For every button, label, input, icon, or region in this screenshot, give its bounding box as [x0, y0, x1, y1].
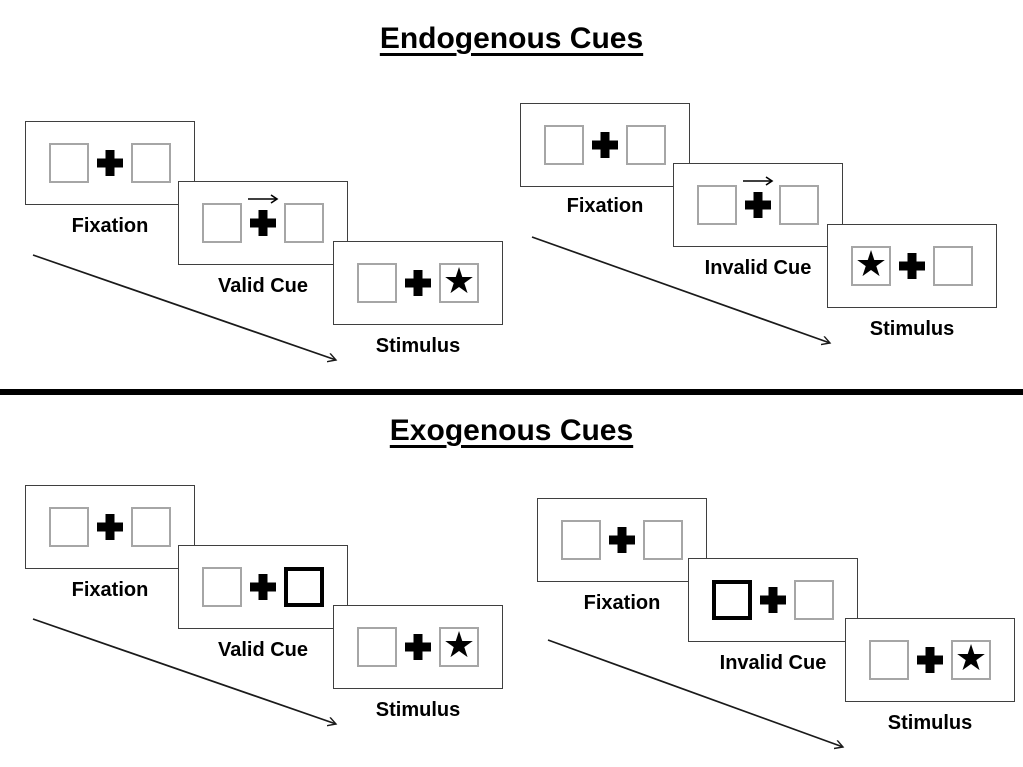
section-title-exogenous: Exogenous Cues: [389, 414, 634, 447]
timeline-arrow: [32, 254, 348, 368]
left-target-box: ★: [851, 246, 891, 286]
fixation-cross-icon: [745, 192, 771, 218]
panel-label: Stimulus: [375, 335, 461, 357]
panel-label: Invalid Cue: [719, 652, 827, 674]
fixation-cross-icon: [97, 150, 123, 176]
right-placeholder-box: [131, 507, 171, 547]
panel-exo-invalid-fixation: [537, 498, 707, 582]
fixation-cross-icon: [97, 514, 123, 540]
panel-label: Valid Cue: [217, 639, 309, 661]
panel-endo-valid-fixation: [25, 121, 195, 205]
panel-label: Stimulus: [869, 318, 955, 340]
panel-label: Fixation: [583, 592, 661, 614]
right-arrow-icon: [743, 176, 774, 186]
fixation-cross-icon: [405, 634, 431, 660]
panel-exo-valid-stimulus: ★: [333, 605, 503, 689]
panel-endo-valid-stimulus: ★: [333, 241, 503, 325]
left-placeholder-box: [697, 185, 737, 225]
left-placeholder-box: [357, 627, 397, 667]
right-placeholder-box: [779, 185, 819, 225]
left-placeholder-box: [202, 203, 242, 243]
fixation-cross-icon: [250, 574, 276, 600]
right-placeholder-box: [284, 203, 324, 243]
timeline-arrow: [531, 236, 842, 352]
panel-endo-invalid-fixation: [520, 103, 690, 187]
left-placeholder-box: [357, 263, 397, 303]
panel-label: Invalid Cue: [704, 257, 812, 279]
fixation-cross-icon: [609, 527, 635, 553]
panel-exo-invalid-stimulus: ★: [845, 618, 1015, 702]
fixation-cross-icon: [899, 253, 925, 279]
panel-label: Fixation: [71, 215, 149, 237]
timeline-arrow: [547, 639, 855, 757]
panel-exo-valid-cue: [178, 545, 348, 629]
left-placeholder-box: [49, 507, 89, 547]
right-target-box: ★: [439, 627, 479, 667]
star-target-icon: ★: [854, 244, 888, 285]
fixation-cross-icon: [917, 647, 943, 673]
right-target-box: ★: [951, 640, 991, 680]
star-target-icon: ★: [442, 261, 476, 302]
right-placeholder-box: [933, 246, 973, 286]
fixation-cross-icon: [592, 132, 618, 158]
right-placeholder-box: [643, 520, 683, 560]
panel-label: Fixation: [566, 195, 644, 217]
star-target-icon: ★: [954, 638, 988, 679]
panel-label: Stimulus: [887, 712, 973, 734]
panel-label: Stimulus: [375, 699, 461, 721]
left-placeholder-box: [544, 125, 584, 165]
fixation-cross-icon: [405, 270, 431, 296]
right-placeholder-box: [794, 580, 834, 620]
left-placeholder-box: [202, 567, 242, 607]
panel-label: Fixation: [71, 579, 149, 601]
left-cue-box: [712, 580, 752, 620]
right-placeholder-box: [131, 143, 171, 183]
panel-endo-invalid-stimulus: ★: [827, 224, 997, 308]
left-placeholder-box: [49, 143, 89, 183]
right-target-box: ★: [439, 263, 479, 303]
left-placeholder-box: [561, 520, 601, 560]
section-divider: [0, 389, 1023, 395]
panel-exo-valid-fixation: [25, 485, 195, 569]
fixation-cross-icon: [760, 587, 786, 613]
right-arrow-icon: [248, 194, 279, 204]
section-title-endogenous: Endogenous Cues: [379, 22, 644, 55]
right-placeholder-box: [626, 125, 666, 165]
panel-exo-invalid-cue: [688, 558, 858, 642]
timeline-arrow: [32, 618, 348, 732]
fixation-cross-icon: [250, 210, 276, 236]
panel-endo-valid-cue: [178, 181, 348, 265]
right-cue-box: [284, 567, 324, 607]
panel-endo-invalid-cue: [673, 163, 843, 247]
panel-label: Valid Cue: [217, 275, 309, 297]
left-placeholder-box: [869, 640, 909, 680]
star-target-icon: ★: [442, 625, 476, 666]
